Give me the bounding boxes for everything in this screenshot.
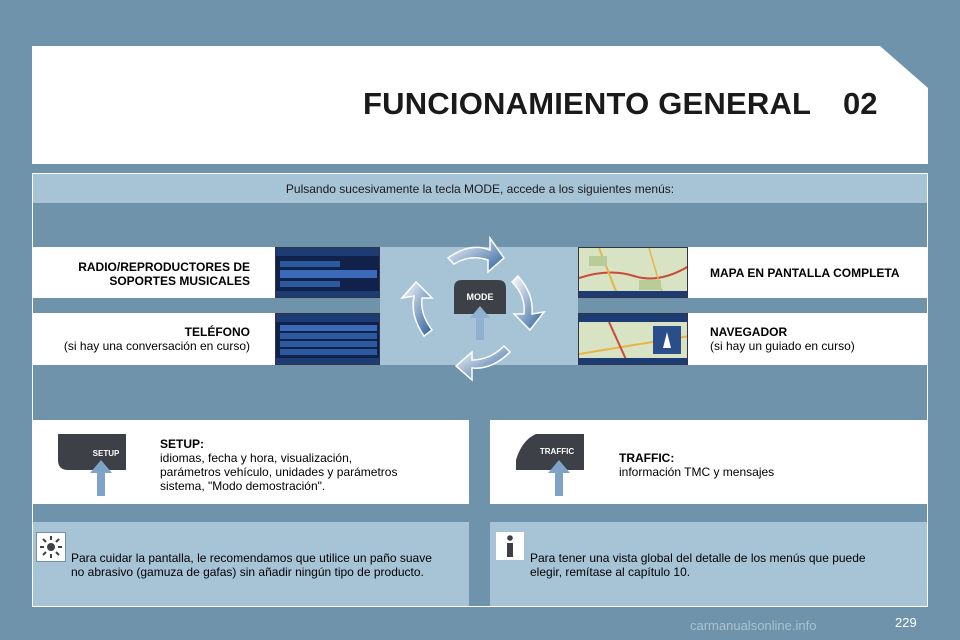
traffic-button-shape	[516, 434, 584, 470]
telefono-screen	[275, 313, 380, 365]
intro-band	[33, 174, 927, 203]
mode-cycle-arrows-icon	[400, 235, 546, 382]
sun-icon	[36, 532, 66, 562]
mode-button-shape	[454, 280, 506, 314]
navegador-screen	[578, 313, 688, 365]
info-icon	[496, 532, 524, 560]
care-note-text: Para cuidar la pantalla, le recomendamos…	[71, 551, 432, 579]
mapa-screen	[578, 247, 688, 298]
mapa-label: MAPA EN PANTALLA COMPLETA	[710, 266, 900, 280]
page-number: 229	[895, 615, 917, 630]
mapa-screen-graphic	[579, 248, 687, 297]
traffic-press-arrow-icon	[548, 460, 570, 496]
setup-button-label: SETUP	[92, 449, 120, 458]
mode-button-label: MODE	[466, 292, 494, 302]
info-note-text: Para tener una vista global del detalle …	[530, 551, 866, 579]
telefono-screen-graphic	[276, 314, 379, 364]
traffic-button[interactable]: TRAFFIC	[516, 434, 584, 470]
watermark: carmanualsonline.info	[690, 618, 817, 633]
info-note-card	[490, 522, 927, 606]
mode-press-arrow-icon	[470, 306, 490, 340]
info-icon-graphic	[507, 535, 513, 557]
intro-text: Pulsando sucesivamente la tecla MODE, ac…	[285, 182, 675, 196]
chapter-number: 02	[843, 86, 878, 121]
traffic-text: TRAFFIC: información TMC y mensajes	[619, 451, 775, 479]
setup-button[interactable]: SETUP	[58, 434, 126, 470]
traffic-button-label: TRAFFIC	[539, 447, 575, 456]
telefono-label: TELÉFONO(si hay una conversación en curs…	[63, 325, 250, 353]
radio-screen-graphic	[276, 248, 379, 297]
care-note-card	[33, 522, 469, 606]
setup-press-arrow-icon	[90, 460, 112, 496]
navegador-label: NAVEGADOR(si hay un guiado en curso)	[710, 325, 855, 353]
mode-button[interactable]: MODE	[454, 280, 506, 314]
radio-screen	[275, 247, 380, 298]
navegador-screen-graphic	[579, 314, 687, 364]
page-title: FUNCIONAMIENTO GENERAL	[363, 86, 812, 121]
title-card	[32, 46, 928, 164]
setup-button-shape	[58, 434, 126, 470]
sun-icon-graphic	[40, 536, 62, 558]
setup-text: SETUP: idiomas, fecha y hora, visualizac…	[160, 437, 398, 493]
